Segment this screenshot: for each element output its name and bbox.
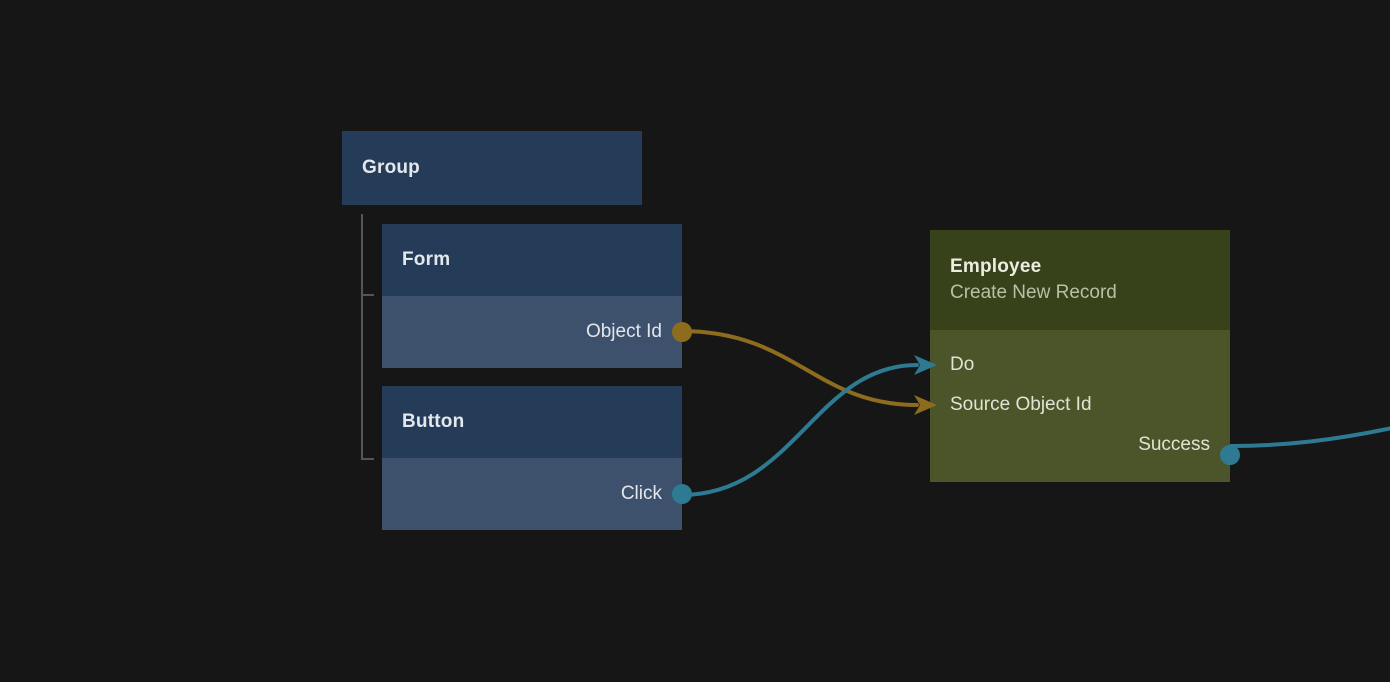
port-label-do: Do bbox=[950, 354, 975, 375]
group-tree-connector-line bbox=[361, 214, 374, 460]
node-employee[interactable]: Employee Create New Record Do Source Obj… bbox=[930, 230, 1240, 482]
node-group-title: Group bbox=[362, 157, 420, 178]
port-row-success: Success bbox=[930, 425, 1240, 465]
port-row-do: Do bbox=[930, 345, 1230, 385]
output-port-dot-object-id[interactable] bbox=[672, 322, 692, 342]
node-form-title: Form bbox=[402, 249, 451, 270]
port-label-object-id: Object Id bbox=[585, 321, 662, 342]
node-button-title: Button bbox=[402, 411, 465, 432]
edge-object-id-to-source-object-id[interactable] bbox=[679, 329, 919, 407]
node-employee-subtitle: Create New Record bbox=[950, 282, 1117, 303]
port-row-click: Click bbox=[382, 458, 692, 530]
port-label-success: Success bbox=[1138, 434, 1210, 455]
port-label-source-object-id: Source Object Id bbox=[950, 394, 1092, 415]
node-group[interactable]: Group bbox=[342, 131, 642, 205]
node-form[interactable]: Form Object Id bbox=[382, 224, 692, 368]
port-row-source-object-id: Source Object Id bbox=[930, 385, 1230, 425]
edge-success-outgoing[interactable] bbox=[1229, 426, 1390, 448]
port-label-click: Click bbox=[620, 483, 662, 504]
port-row-object-id: Object Id bbox=[382, 296, 692, 368]
node-employee-title: Employee bbox=[950, 256, 1042, 277]
node-button[interactable]: Button Click bbox=[382, 386, 692, 530]
output-port-dot-success[interactable] bbox=[1220, 445, 1240, 465]
output-port-dot-click[interactable] bbox=[672, 484, 692, 504]
edge-click-to-do[interactable] bbox=[679, 363, 919, 497]
